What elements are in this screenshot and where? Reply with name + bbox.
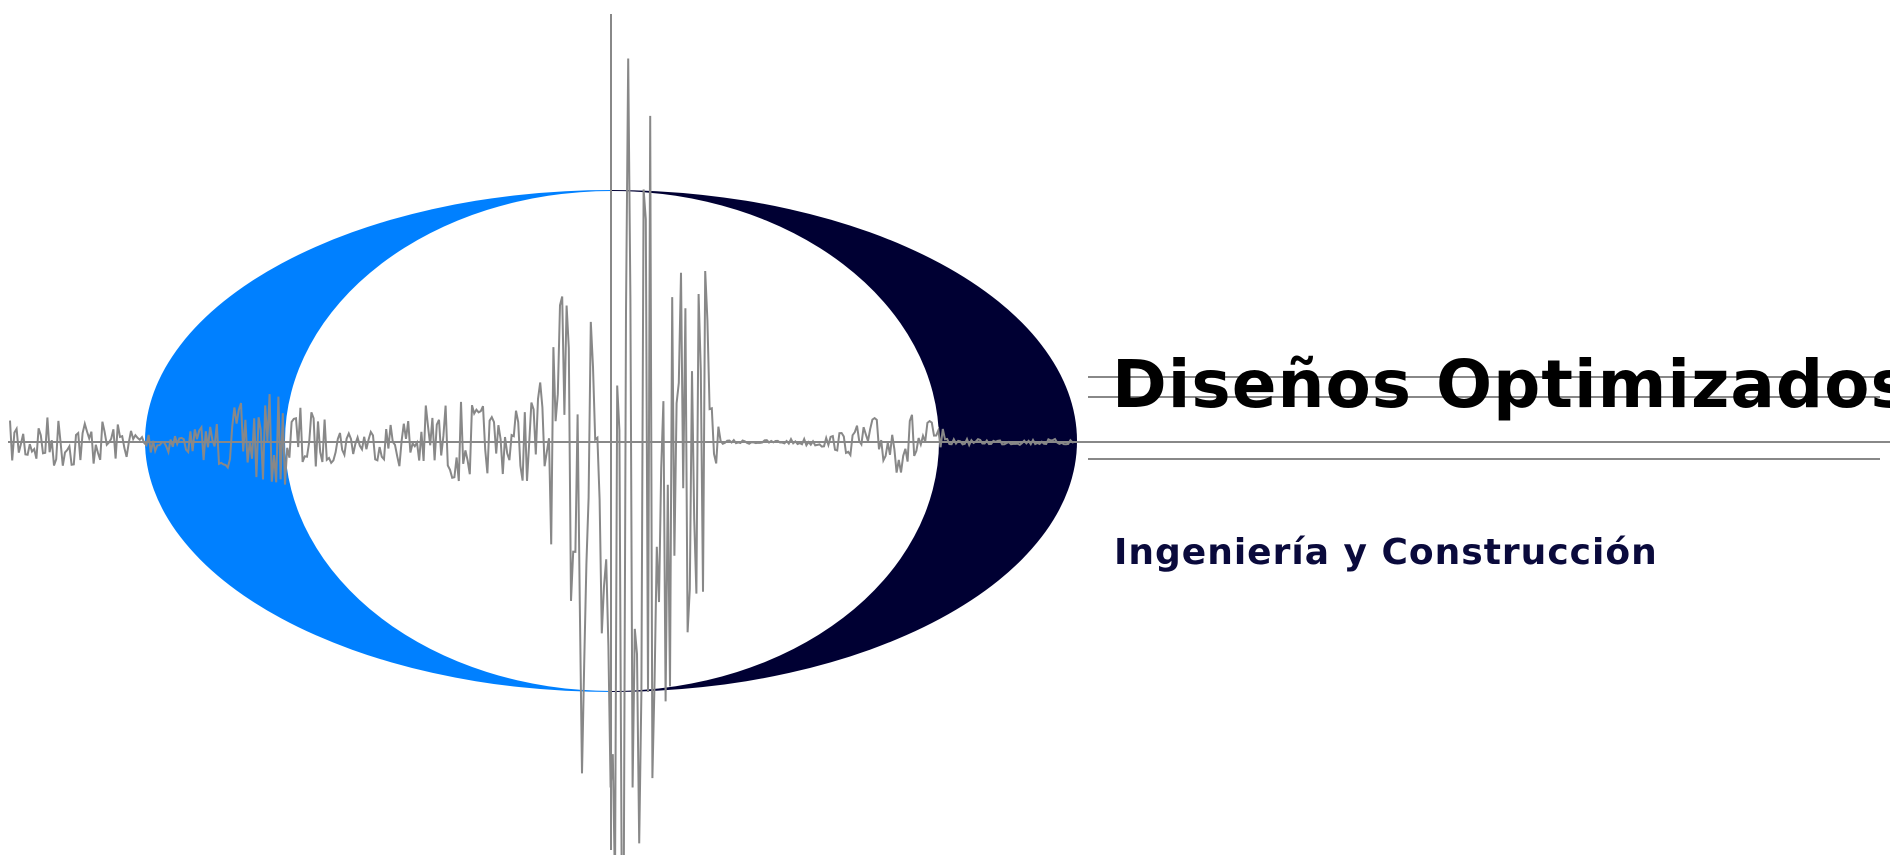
company-subtitle: Ingeniería y Construcción: [1114, 532, 1658, 573]
company-title: Diseños Optimizados: [1112, 346, 1890, 423]
seismic-waveform: [9, 58, 1076, 855]
